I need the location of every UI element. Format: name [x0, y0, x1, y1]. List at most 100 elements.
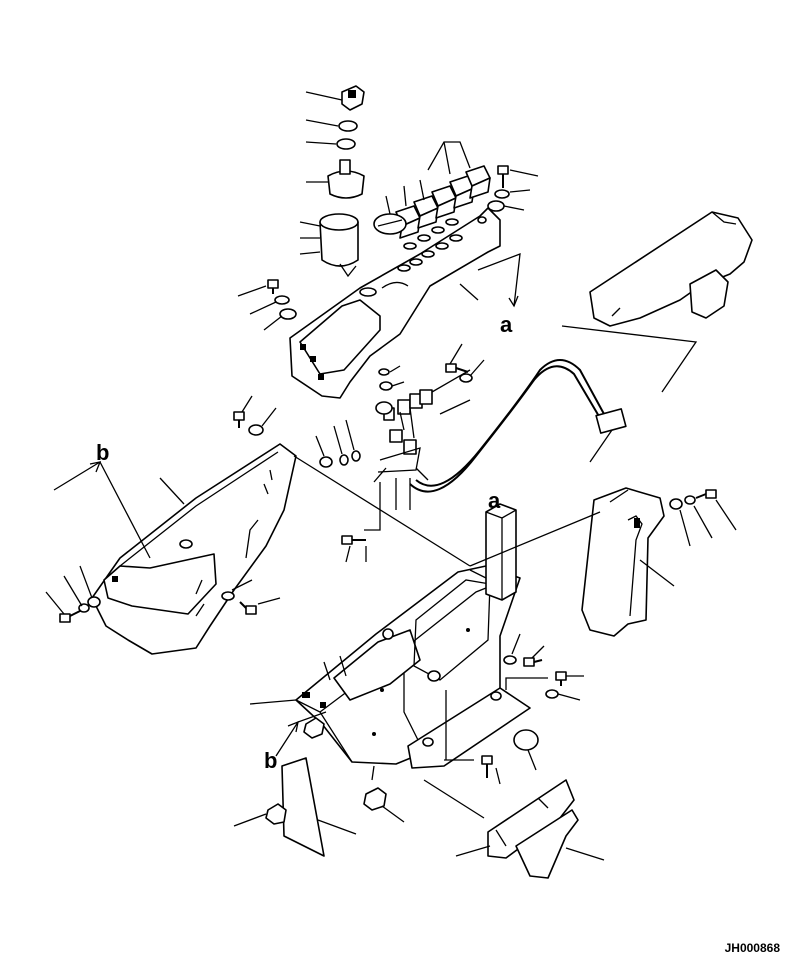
washer [494, 189, 510, 199]
leader [299, 221, 321, 227]
clip [319, 456, 333, 468]
washer [459, 373, 473, 383]
rocker-switch [431, 185, 457, 219]
bottom-bracket-pair [423, 779, 605, 879]
bolt [481, 755, 501, 785]
housing-hole [359, 287, 377, 297]
switch-washer-2 [336, 138, 356, 150]
leader [561, 325, 698, 393]
housing-hole [431, 226, 445, 234]
leader [299, 251, 321, 255]
housing-hole [417, 234, 431, 242]
connector-cluster [377, 389, 433, 473]
base-plate [407, 687, 531, 769]
washer [684, 495, 696, 505]
clip [339, 454, 349, 466]
switch-knob [341, 85, 365, 111]
nut-at-b [303, 717, 325, 739]
washer [379, 381, 393, 391]
cylindrical-knob [319, 213, 359, 267]
frame-hole [427, 670, 441, 682]
leader [305, 119, 339, 127]
housing-hole [445, 218, 459, 226]
screw [445, 363, 469, 373]
cover-hole [179, 539, 193, 549]
bolt [695, 489, 717, 499]
rocker-switch [449, 175, 475, 209]
callout-b-leader [53, 461, 151, 559]
washer [274, 295, 290, 305]
key-switch-stack [299, 85, 365, 278]
hand-rest-pad [589, 211, 753, 327]
dial-knob [373, 213, 407, 235]
switch-washer-1 [338, 120, 358, 132]
fastener-set-frame-right [503, 633, 584, 701]
cable-clip [363, 765, 405, 823]
cap-nut [233, 803, 287, 827]
housing-slot [310, 356, 316, 362]
washer [87, 596, 101, 608]
rubber-plug [513, 729, 539, 771]
leader [385, 195, 391, 215]
plate-hole [490, 691, 502, 701]
fastener-set-right [669, 489, 737, 547]
callout-label-a-mid: a [488, 488, 501, 513]
callout-a-leader [477, 253, 521, 307]
housing-hole [397, 264, 411, 272]
washer [221, 591, 235, 601]
housing-slot [318, 374, 324, 380]
leader [403, 185, 407, 207]
rocker-switch [465, 165, 491, 199]
plate-hole [422, 737, 434, 747]
fastener-set-left-top [233, 395, 471, 567]
bolt [341, 535, 366, 545]
leader [305, 91, 343, 101]
frame-hole [382, 628, 394, 640]
bolt [267, 279, 279, 294]
bolt [523, 657, 543, 667]
leader [443, 141, 451, 175]
connector-block [595, 408, 627, 434]
washer [378, 368, 390, 376]
leader [427, 141, 471, 171]
bolt [233, 411, 245, 428]
washer [669, 498, 683, 510]
bolt [239, 601, 257, 615]
rocker-switch [413, 195, 439, 229]
washer [503, 655, 517, 665]
leader [305, 141, 337, 145]
housing-hole [449, 234, 463, 242]
fastener-set-left-bottom [221, 579, 281, 615]
left-side-cover [91, 443, 297, 655]
grommet [375, 401, 393, 415]
rotary-switch [327, 159, 365, 199]
bolt [59, 609, 83, 623]
housing-hole [435, 242, 449, 250]
leader [419, 179, 425, 201]
fastener-set-left [45, 565, 101, 623]
fastener-set-upper-right [487, 165, 539, 212]
washer [545, 689, 559, 699]
small-parts-harness [315, 343, 485, 563]
callout-label-b-left: b [96, 440, 109, 465]
main-console-frame [249, 503, 601, 769]
vertical-post [485, 503, 517, 601]
wire-harness [364, 359, 627, 531]
housing-hole [403, 242, 417, 250]
washer [78, 603, 90, 613]
callout-label-a-top: a [500, 312, 513, 337]
washer [279, 308, 297, 320]
right-side-cover [581, 487, 675, 637]
callout-label-b-bottom: b [264, 748, 277, 773]
leader [339, 263, 357, 278]
clip [351, 450, 361, 462]
housing-slot [300, 344, 306, 350]
drawing-code: JH000868 [724, 941, 780, 955]
rocker-switch-row [373, 141, 491, 239]
housing-hole [421, 250, 435, 258]
label-sheet [281, 757, 357, 857]
bolt [555, 671, 567, 686]
fastener-set-upper-left [237, 279, 297, 331]
housing-hole [409, 258, 423, 266]
